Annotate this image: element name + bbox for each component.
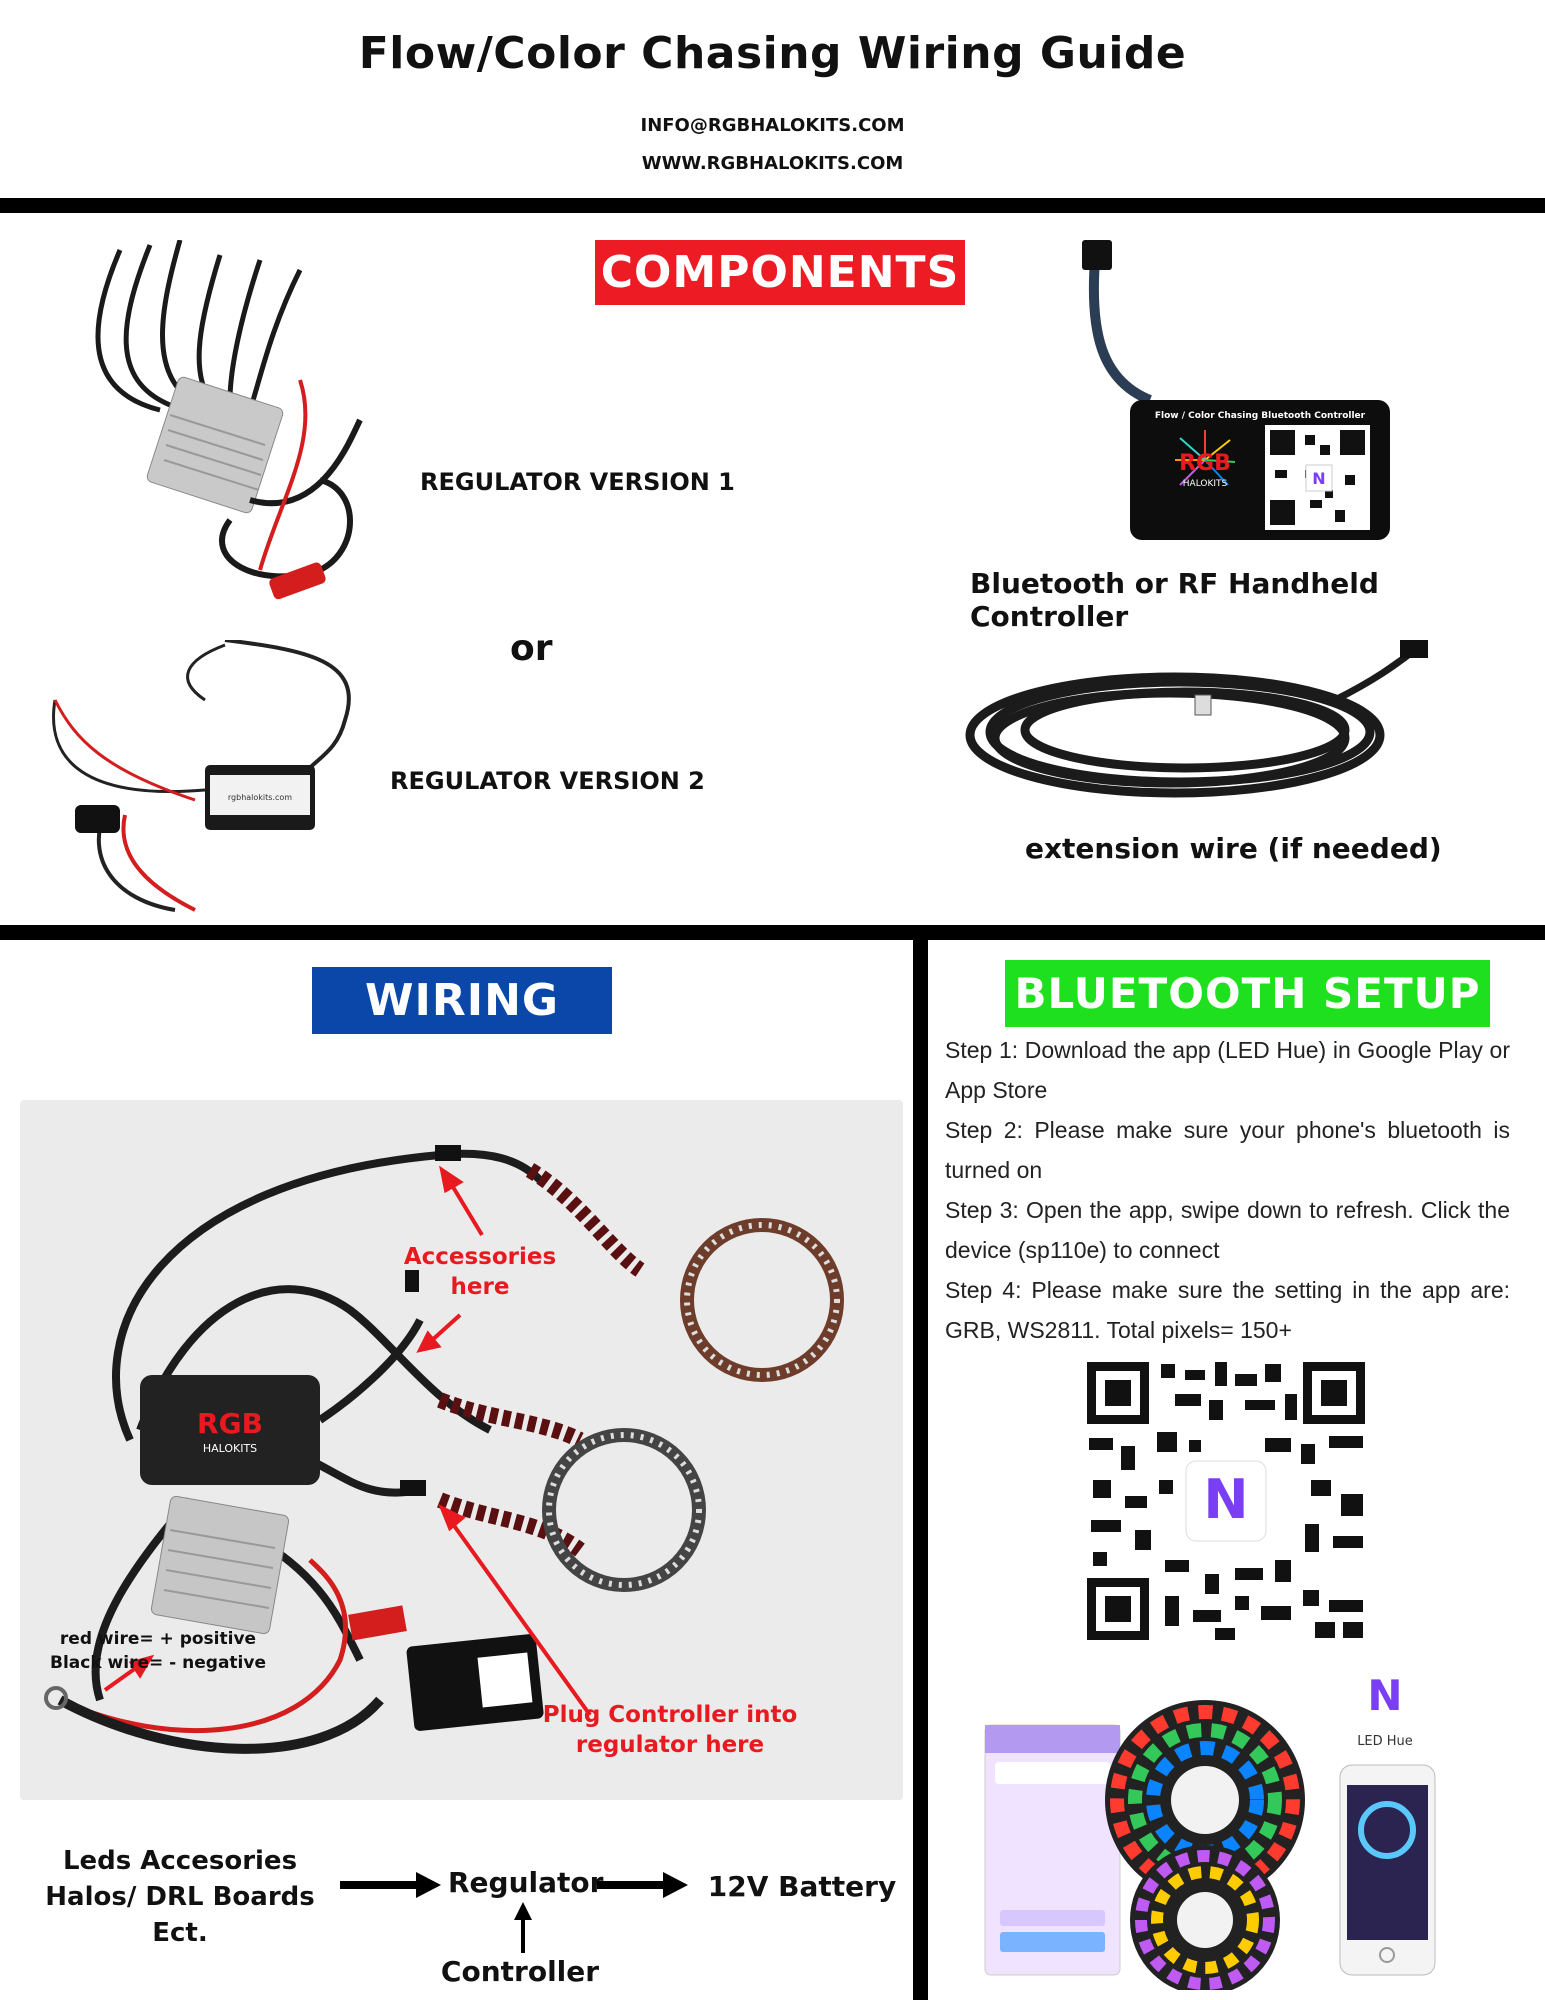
arrow-right-icon-2 xyxy=(597,1872,688,1898)
contact-email: INFO@RGBHALOKITS.COM xyxy=(640,115,905,136)
flow-battery: 12V Battery xyxy=(707,1870,897,1903)
extension-label: extension wire (if needed) xyxy=(1025,832,1442,865)
or-label: or xyxy=(510,628,553,669)
led-hue-app-promo-image: N LED Hue xyxy=(984,1671,1436,1990)
flow-regulator: Regulator xyxy=(448,1866,604,1899)
divider-middle xyxy=(0,925,1545,940)
flow-leds-line2: Halos/ DRL Boards Ect. xyxy=(45,1882,315,1948)
plug-note-line2: regulator here xyxy=(575,1732,765,1758)
flow-controller: Controller xyxy=(440,1955,600,1988)
svg-text:HALOKITS: HALOKITS xyxy=(203,1442,257,1455)
regulator-v2-label: REGULATOR VERSION 2 xyxy=(390,767,705,795)
bluetooth-steps: Step 1: Download the app (LED Hue) in Go… xyxy=(945,1030,1510,1350)
wire-note-red: red wire= + positive xyxy=(59,1629,257,1649)
svg-text:N: N xyxy=(1367,1671,1402,1720)
divider-top xyxy=(0,198,1545,213)
bluetooth-controller-image: Flow / Color Chasing Bluetooth Controlle… xyxy=(1082,240,1390,540)
regulator-v1-image xyxy=(95,240,363,600)
controller-label: Bluetooth or RF Handheld Controller xyxy=(970,567,1379,633)
svg-text:RGB: RGB xyxy=(197,1407,263,1440)
bluetooth-heading: BLUETOOTH SETUP xyxy=(1005,960,1490,1027)
regulator-v2-image: rgbhalokits.com xyxy=(52,640,351,912)
plug-note-line1: Plug Controller into xyxy=(542,1702,798,1728)
bluetooth-step-2: Step 2: Please make sure your phone's bl… xyxy=(945,1117,1510,1183)
svg-text:RGB: RGB xyxy=(1179,451,1231,476)
arrow-up-icon xyxy=(514,1902,532,1953)
flow-leds: Leds Accesories Halos/ DRL Boards Ect. xyxy=(25,1843,335,1951)
flow-leds-line1: Leds Accesories xyxy=(62,1846,298,1876)
plug-controller-note: Plug Controller into regulator here xyxy=(540,1700,800,1760)
bluetooth-step-1: Step 1: Download the app (LED Hue) in Go… xyxy=(945,1037,1510,1103)
accessories-note: Accessories here xyxy=(403,1244,557,1300)
divider-vertical xyxy=(913,940,928,2000)
qr-code-image[interactable]: N xyxy=(1085,1360,1367,1642)
page-title: Flow/Color Chasing Wiring Guide xyxy=(358,28,1187,79)
components-heading: COMPONENTS xyxy=(595,240,965,305)
svg-text:rgbhalokits.com: rgbhalokits.com xyxy=(228,793,292,802)
wiring-photo-illustration: RGB HALOKITS xyxy=(44,1145,844,1754)
wiring-photo: RGB HALOKITS Accessories h xyxy=(20,1100,903,1800)
extension-wire-image xyxy=(965,640,1428,798)
bluetooth-step-4: Step 4: Please make sure the setting in … xyxy=(945,1277,1510,1343)
regulator-v1-label: REGULATOR VERSION 1 xyxy=(420,468,735,496)
arrow-right-icon xyxy=(340,1872,441,1898)
contact-website: WWW.RGBHALOKITS.COM xyxy=(641,153,904,174)
svg-text:N: N xyxy=(1312,469,1325,488)
wire-color-note: red wire= + positive Black wire= - negat… xyxy=(38,1627,278,1675)
svg-text:HALOKITS: HALOKITS xyxy=(1183,479,1228,489)
controller-box-title: Flow / Color Chasing Bluetooth Controlle… xyxy=(1155,411,1366,421)
wire-note-black: Black wire= - negative xyxy=(50,1653,266,1673)
wiring-heading: WIRING xyxy=(312,967,612,1034)
app-name-label: LED Hue xyxy=(1357,1734,1413,1749)
bluetooth-step-3: Step 3: Open the app, swipe down to refr… xyxy=(945,1197,1510,1263)
svg-text:N: N xyxy=(1203,1468,1248,1531)
